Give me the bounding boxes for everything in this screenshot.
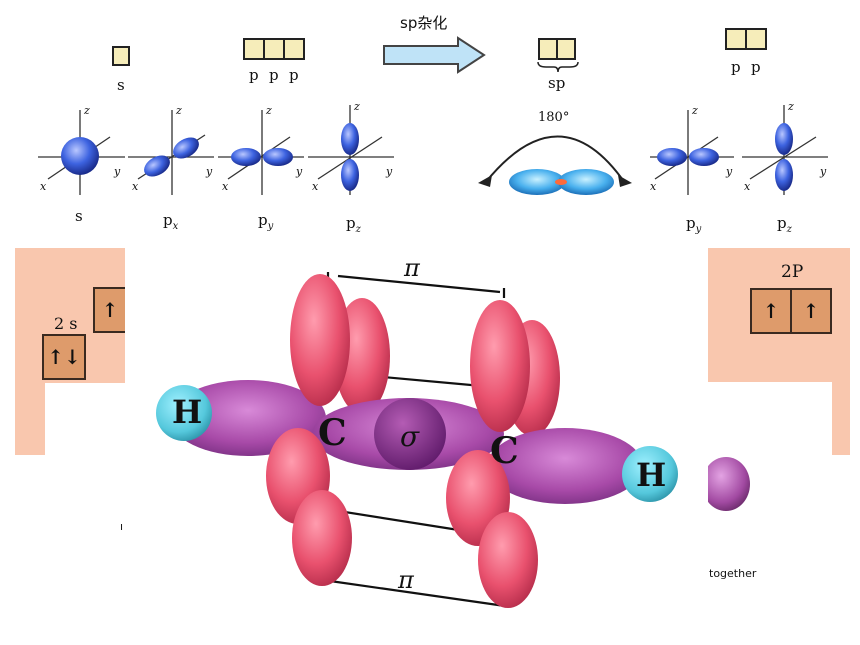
pink-lobe-right-top: [470, 300, 530, 432]
box-2p-right-1: ↑: [750, 288, 792, 334]
carbon-right: C: [490, 430, 519, 472]
sp-hybrid-orbital: [478, 135, 632, 195]
axis-z-py-right: z: [692, 104, 698, 117]
p-box-label-1: p: [249, 66, 259, 84]
axis-z-px: z: [176, 104, 182, 117]
label-2p: 2P: [781, 262, 804, 282]
orbital-label-py-right: py: [686, 214, 702, 235]
pi-label-bottom: π: [398, 566, 414, 594]
axis-z-s: z: [84, 104, 90, 117]
axis-x-s: x: [40, 180, 47, 193]
sp-label: sp: [548, 74, 566, 92]
sp-orbital-box-1: [538, 38, 558, 60]
py-orbital: [218, 110, 304, 195]
sigma-center: [374, 398, 446, 470]
right-orbital-panel-lower: [832, 380, 850, 455]
carbon-left: C: [318, 412, 347, 454]
px-orbital: [128, 110, 214, 195]
orbital-label-pz-right: pz: [777, 214, 792, 235]
axis-x-py: x: [222, 180, 229, 193]
hydrogen-right: [622, 446, 678, 502]
orbital-label-s: s: [75, 207, 83, 225]
axis-y-px: y: [206, 165, 213, 178]
ch-bond-right: [487, 428, 643, 504]
hydrogen-label-left: H: [172, 393, 203, 431]
sp-brace: [537, 61, 579, 73]
py-orbital-right: [650, 110, 734, 195]
axis-z-py: z: [266, 104, 272, 117]
axis-y-py-right: y: [726, 165, 733, 178]
p-orbital-box-3: [283, 38, 305, 60]
axis-y-s: y: [114, 165, 121, 178]
unhybrid-p-box-1: [725, 28, 747, 50]
axis-x-pz-right: x: [744, 180, 751, 193]
axis-y-pz: y: [386, 165, 393, 178]
p-box-label-3: p: [289, 66, 299, 84]
sp-orbital-box-2: [556, 38, 576, 60]
pink-lobe-right-bottom: [478, 512, 538, 608]
pink-lobe-left-bottom: [292, 490, 352, 586]
orbital-label-py: py: [258, 211, 274, 232]
axis-x-px: x: [132, 180, 139, 193]
box-2p-left: ↑: [93, 287, 125, 333]
s-box-label: s: [117, 76, 125, 94]
angle-label: 180°: [538, 110, 570, 125]
ethyne-molecule: [156, 272, 678, 608]
label-2s: 2 s: [54, 314, 78, 333]
hybridization-arrow: [383, 36, 486, 74]
unhybrid-p-box-2: [745, 28, 767, 50]
s-orbital-box: [112, 46, 130, 66]
orbital-label-px: px: [163, 211, 179, 232]
pz-orbital-right: [742, 105, 828, 195]
hydrogen-left: [156, 385, 212, 441]
orbital-diagrams: [38, 105, 828, 195]
axis-y-pz-right: y: [820, 165, 827, 178]
together-fragment: together: [709, 567, 757, 580]
box-2p-right-2: ↑: [790, 288, 832, 334]
unhybrid-p-label-2: p: [751, 58, 761, 76]
hybridization-label: sp杂化: [400, 14, 448, 32]
pz-orbital: [308, 105, 394, 195]
pi-label-top: π: [404, 254, 420, 282]
axis-z-pz: z: [354, 100, 360, 113]
axis-x-py-right: x: [650, 180, 657, 193]
left-orbital-panel-lower: [15, 380, 45, 455]
hydrogen-label-right: H: [636, 456, 667, 494]
p-box-label-2: p: [269, 66, 279, 84]
p-orbital-box-1: [243, 38, 265, 60]
purple-sphere-fragment: [706, 454, 750, 514]
axis-y-py: y: [296, 165, 303, 178]
axis-z-pz-right: z: [788, 100, 794, 113]
tick-fragment: ı: [120, 520, 124, 533]
orbital-label-pz: pz: [346, 214, 361, 235]
box-2s: ↑↓: [42, 334, 86, 380]
unhybrid-p-label-1: p: [731, 58, 741, 76]
pink-lobe-left-top: [290, 274, 350, 406]
s-orbital: [38, 110, 125, 195]
sigma-label: σ: [400, 420, 420, 453]
p-orbital-box-2: [263, 38, 285, 60]
axis-x-pz: x: [312, 180, 319, 193]
